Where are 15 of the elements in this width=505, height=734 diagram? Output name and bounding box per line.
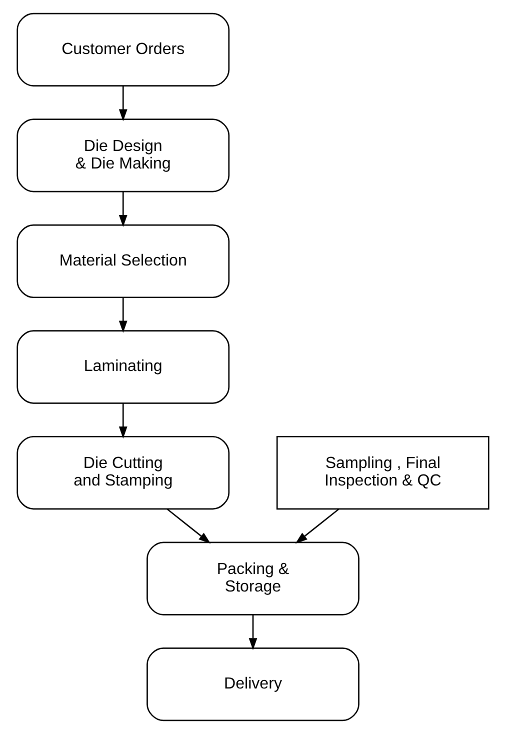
node-box: Sampling , Final Inspection & QC xyxy=(276,436,489,510)
arrow xyxy=(118,403,127,439)
arrow xyxy=(248,614,257,650)
node-box: Customer Orders xyxy=(16,12,230,86)
node-box: Laminating xyxy=(16,330,230,404)
node-box: Die Design & Die Making xyxy=(16,118,230,192)
node-box: Delivery xyxy=(146,648,359,722)
arrow xyxy=(294,508,339,544)
arrow xyxy=(118,86,127,122)
arrow xyxy=(118,297,127,333)
node-box: Material Selection xyxy=(16,224,230,298)
node-box: Die Cutting and Stamping xyxy=(16,436,230,510)
arrow xyxy=(166,508,210,544)
node-box: Packing & Storage xyxy=(146,542,359,616)
arrow xyxy=(118,192,127,228)
